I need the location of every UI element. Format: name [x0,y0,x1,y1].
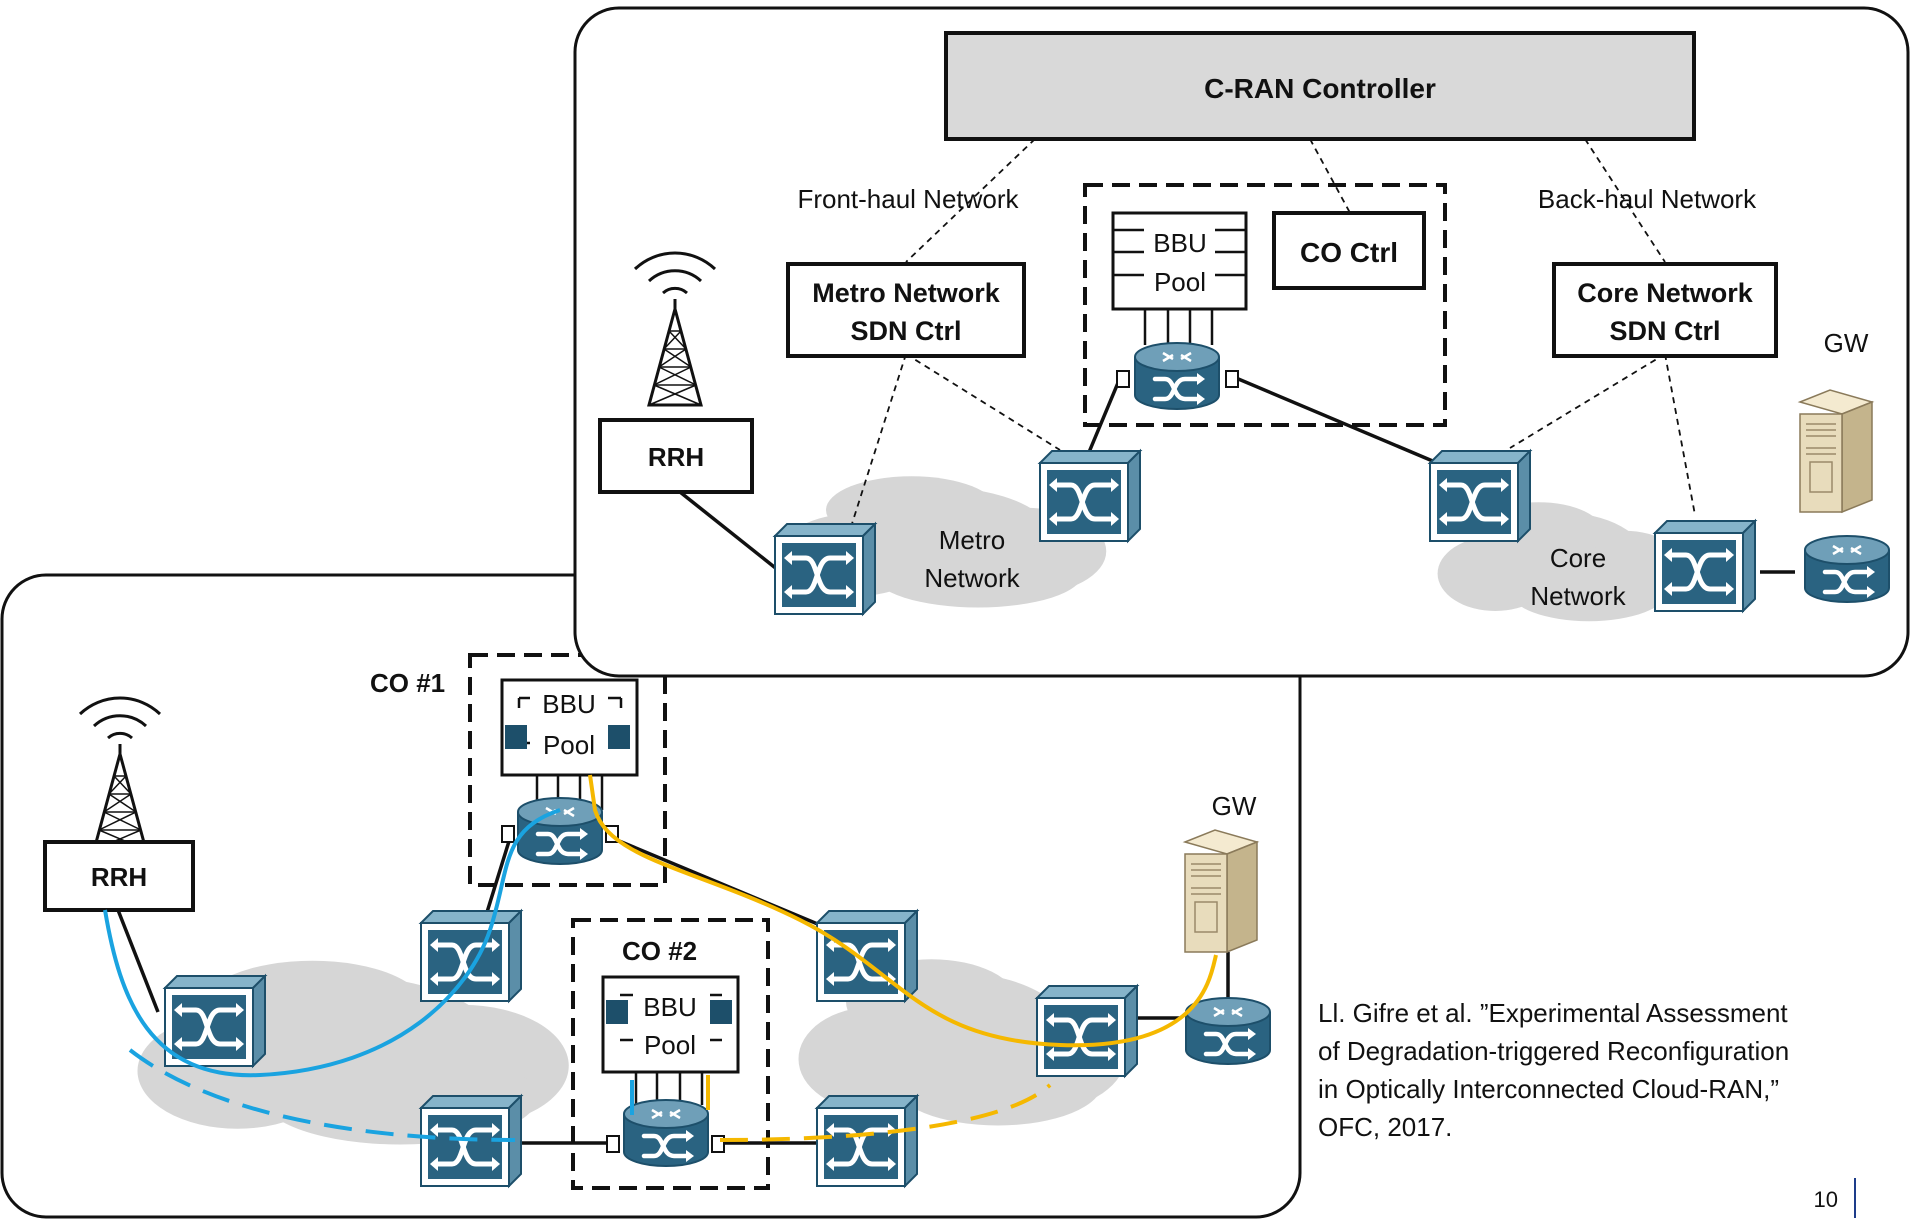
router-gw-top [1805,536,1889,602]
rrh-box-bottom [43,840,195,912]
switch-top-2 [1040,451,1140,541]
citation-line4: OFC, 2017. [1318,1112,1452,1142]
gw-label-top: GW [1824,328,1869,358]
metro-cloud-line1: Metro [939,525,1005,555]
core-cloud-line2: Network [1530,581,1626,611]
bbu-pool-top: BBU Pool [1111,211,1248,345]
citation-line3: in Optically Interconnected Cloud-RAN,” [1318,1074,1779,1104]
citation-line2: of Degradation-triggered Reconfiguration [1318,1036,1789,1066]
backhaul-label: Back-haul Network [1538,184,1757,214]
core-ctrl-line1: Core Network [1577,278,1754,308]
co1-boundary [468,653,667,887]
co-ctrl-label: CO Ctrl [1300,237,1398,268]
bbu-pool-co2: BBU Pool [601,975,740,1105]
blue-path [103,808,634,1142]
co2-label: CO #2 [622,936,697,966]
gw-label-bottom: GW [1212,791,1257,821]
core-ctrl-line2: SDN Ctrl [1609,316,1720,346]
bbu1-line1: BBU [542,689,595,719]
rrh-box-top [598,418,754,494]
rrh-label-top: RRH [648,442,704,472]
co2-boundary [571,918,770,1190]
metro-cloud-line2: Network [924,563,1020,593]
rrh-label-bottom: RRH [91,862,147,892]
citation-line1: Ll. Gifre et al. ”Experimental Assessmen… [1318,998,1788,1028]
switch-bottom-2 [421,911,521,1001]
bbu2-line1: BBU [643,992,696,1022]
switch-bottom-6 [1037,986,1137,1076]
bbu2-line2: Pool [644,1030,696,1060]
bbu-pool-co1: BBU Pool [500,678,639,810]
bbu-top-line2: Pool [1154,267,1206,297]
top-black-links [678,376,1795,574]
co1-label: CO #1 [370,668,445,698]
metro-sdn-ctrl-box [786,262,1026,358]
page-number: 10 [1814,1187,1838,1212]
router-co2 [624,1100,708,1166]
switch-top-1 [775,524,875,614]
co-ctrl-box [1272,211,1426,290]
bbu-top-line1: BBU [1153,228,1206,258]
core-cloud-line1: Core [1550,543,1606,573]
switch-top-4 [1655,521,1755,611]
co-boundary-top [1083,183,1447,427]
switch-top-3 [1430,451,1530,541]
cran-controller-label: C-RAN Controller [1204,73,1436,104]
switch-bottom-1 [165,976,265,1066]
yellow-path [588,774,1218,1142]
core-sdn-ctrl-box [1552,262,1778,358]
metro-ctrl-line2: SDN Ctrl [850,316,961,346]
metro-ctrl-line1: Metro Network [812,278,1001,308]
router-gw-bottom [1186,998,1270,1064]
fronthaul-label: Front-haul Network [797,184,1019,214]
bbu1-line2: Pool [543,730,595,760]
router-co-top [1135,343,1219,409]
cran-controller-box [944,31,1696,141]
switch-bottom-5 [817,1096,917,1186]
router-co1 [518,798,602,864]
